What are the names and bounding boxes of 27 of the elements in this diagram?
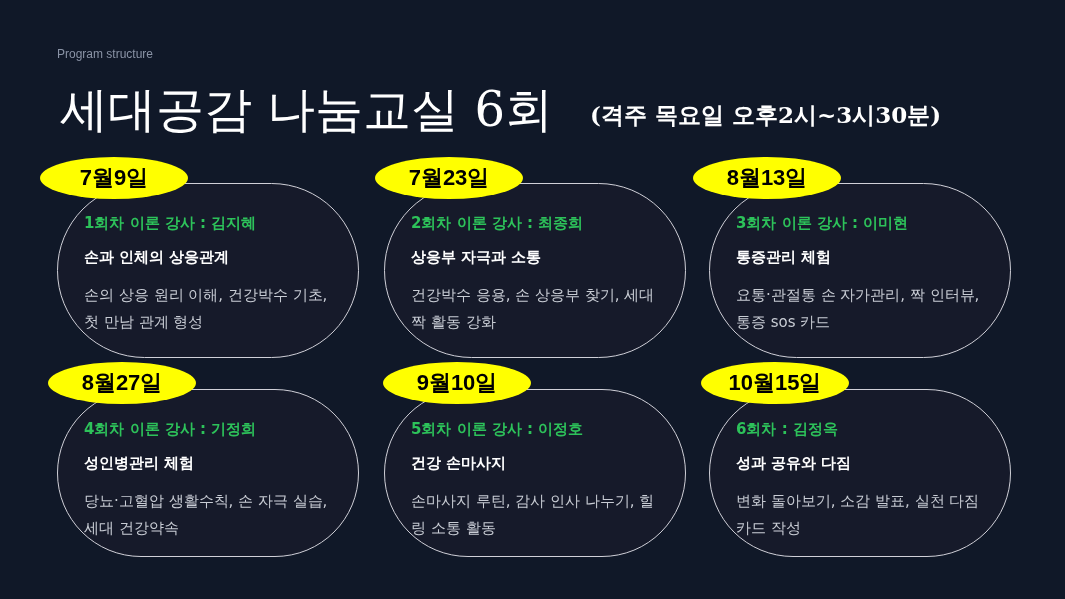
session-title: 성과 공유와 다짐 bbox=[736, 454, 853, 473]
session-description: 건강박수 응용, 손 상응부 찾기, 세대 짝 활동 강화 bbox=[411, 285, 656, 333]
session-description: 변화 돌아보기, 소감 발표, 실천 다짐 카드 작성 bbox=[736, 491, 981, 539]
session-title: 상응부 자극과 소통 bbox=[411, 248, 543, 267]
date-badge: 10월15일 bbox=[701, 362, 849, 404]
session-title: 통증관리 체험 bbox=[736, 248, 833, 267]
session-label: 1회차 이론 강사 : 김지혜 bbox=[84, 214, 258, 233]
session-label: 6회차 : 김정옥 bbox=[736, 420, 839, 439]
session-label: 5회차 이론 강사 : 이정호 bbox=[411, 420, 585, 439]
session-label: 2회차 이론 강사 : 최종희 bbox=[411, 214, 585, 233]
section-label: Program structure bbox=[57, 47, 154, 61]
date-badge: 8월13일 bbox=[693, 157, 841, 199]
session-description: 손의 상응 원리 이해, 건강박수 기초, 첫 만남 관계 형성 bbox=[84, 285, 329, 333]
slide-title: 세대공감 나눔교실 6회 bbox=[60, 80, 554, 139]
date-badge: 8월27일 bbox=[48, 362, 196, 404]
date-badge: 7월9일 bbox=[40, 157, 188, 199]
session-title: 손과 인체의 상응관계 bbox=[84, 248, 231, 267]
session-description: 손마사지 루틴, 감사 인사 나누기, 힐링 소통 활동 bbox=[411, 491, 656, 539]
session-description: 요통·관절통 손 자가관리, 짝 인터뷰, 통증 sos 카드 bbox=[736, 285, 981, 333]
session-title: 건강 손마사지 bbox=[411, 454, 508, 473]
session-label: 4회차 이론 강사 : 기정희 bbox=[84, 420, 258, 439]
session-description: 당뇨·고혈압 생활수칙, 손 자극 실습, 세대 건강약속 bbox=[84, 491, 329, 539]
schedule-note: (격주 목요일 오후2시~3시30분) bbox=[590, 100, 942, 130]
session-title: 성인병관리 체험 bbox=[84, 454, 196, 473]
date-badge: 9월10일 bbox=[383, 362, 531, 404]
session-label: 3회차 이론 강사 : 이미현 bbox=[736, 214, 910, 233]
date-badge: 7월23일 bbox=[375, 157, 523, 199]
